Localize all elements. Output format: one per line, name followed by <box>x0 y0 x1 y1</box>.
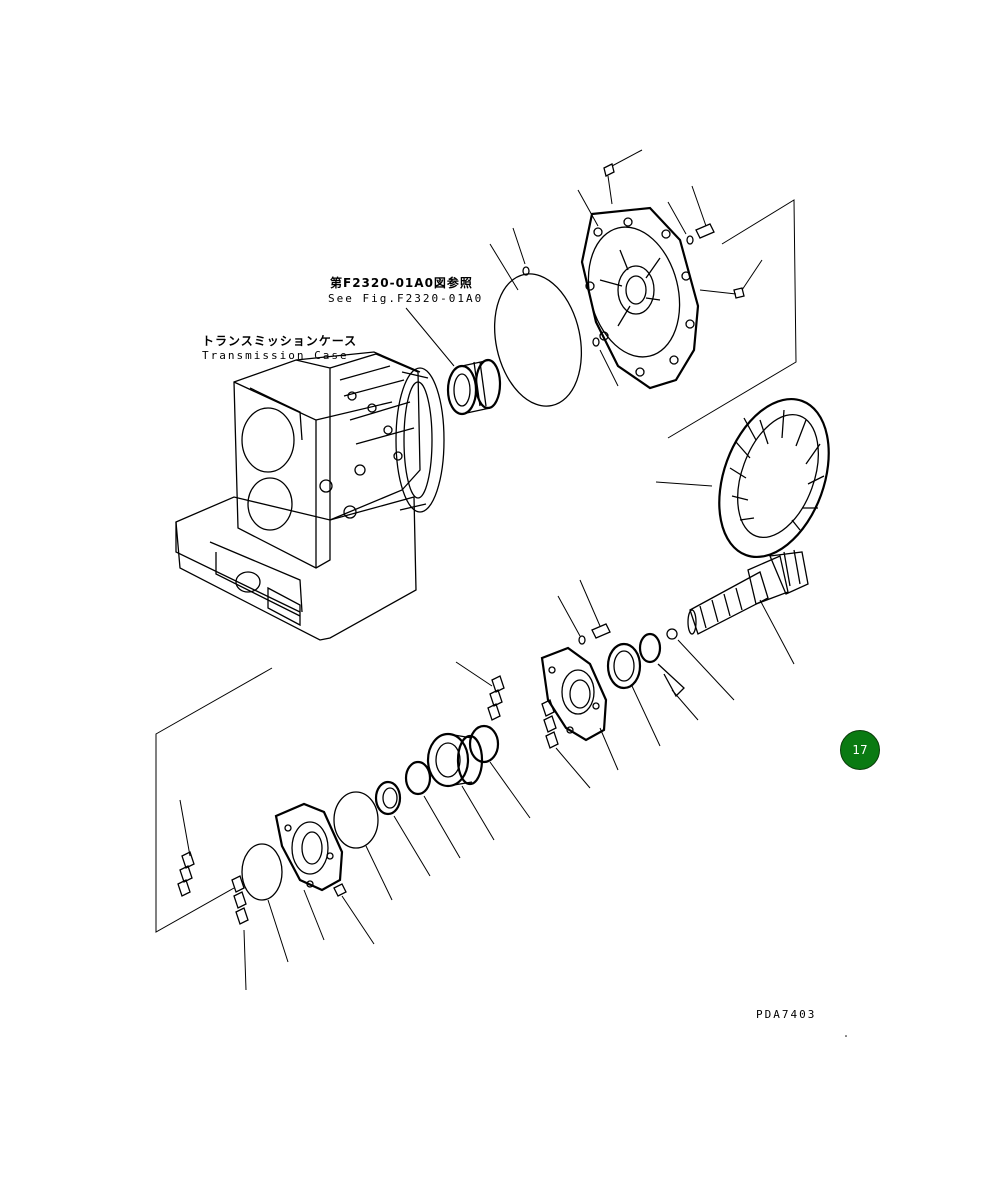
bearing-retainer <box>540 646 619 771</box>
case-label-en: Transmission Case <box>202 349 349 362</box>
item-number-badge[interactable]: 17 <box>840 730 880 770</box>
leader-line <box>405 307 455 367</box>
leader-line <box>423 795 461 859</box>
bracket-line <box>667 199 797 439</box>
leader-line <box>455 661 493 687</box>
see-fig-label-jp: 第F2320-01A0図参照 <box>330 276 473 290</box>
figure-code: PDA7403 <box>756 1008 817 1021</box>
o-ring <box>333 791 379 849</box>
bolt <box>667 185 715 245</box>
plug <box>333 883 375 945</box>
leader-line <box>489 243 519 291</box>
leader-line <box>365 845 393 901</box>
shim-pack <box>541 699 559 749</box>
leader-line <box>243 929 247 991</box>
leader-line <box>267 899 289 963</box>
nut <box>666 628 735 701</box>
dot-mark <box>845 1035 847 1037</box>
snap-ring <box>468 724 500 764</box>
lower-cover <box>274 802 344 941</box>
leader-line <box>489 761 531 819</box>
bearing-cup <box>638 632 699 721</box>
bracket-line <box>155 667 273 933</box>
leader-line <box>555 747 591 789</box>
cover-plate <box>580 206 700 390</box>
oil-seal <box>374 780 431 877</box>
bolt <box>557 579 611 645</box>
taper-bearing <box>606 642 661 747</box>
ball-bearing <box>426 732 495 841</box>
leader-line <box>599 349 619 387</box>
transmission-case-housing <box>175 351 445 641</box>
bolt <box>603 149 643 205</box>
leader-line <box>759 599 795 665</box>
seal-sleeve <box>446 358 502 416</box>
shim-pack <box>487 675 505 721</box>
leader-line <box>655 481 713 487</box>
small-o-ring <box>522 266 530 276</box>
pinion-shaft <box>687 549 809 635</box>
leader-line <box>577 189 599 227</box>
see-fig-label-en: See Fig.F2320-01A0 <box>328 292 484 305</box>
shim-pack <box>177 851 195 897</box>
leader-line <box>179 799 191 857</box>
case-label-jp: トランスミッションケース <box>202 334 358 348</box>
shim-pack <box>231 875 249 925</box>
snap-ring <box>404 760 432 796</box>
item-number: 17 <box>852 743 868 757</box>
o-ring <box>241 843 283 901</box>
small-o-ring <box>592 337 600 347</box>
leader-line <box>512 227 526 265</box>
ring-gear <box>718 397 830 559</box>
bolt <box>699 259 763 299</box>
